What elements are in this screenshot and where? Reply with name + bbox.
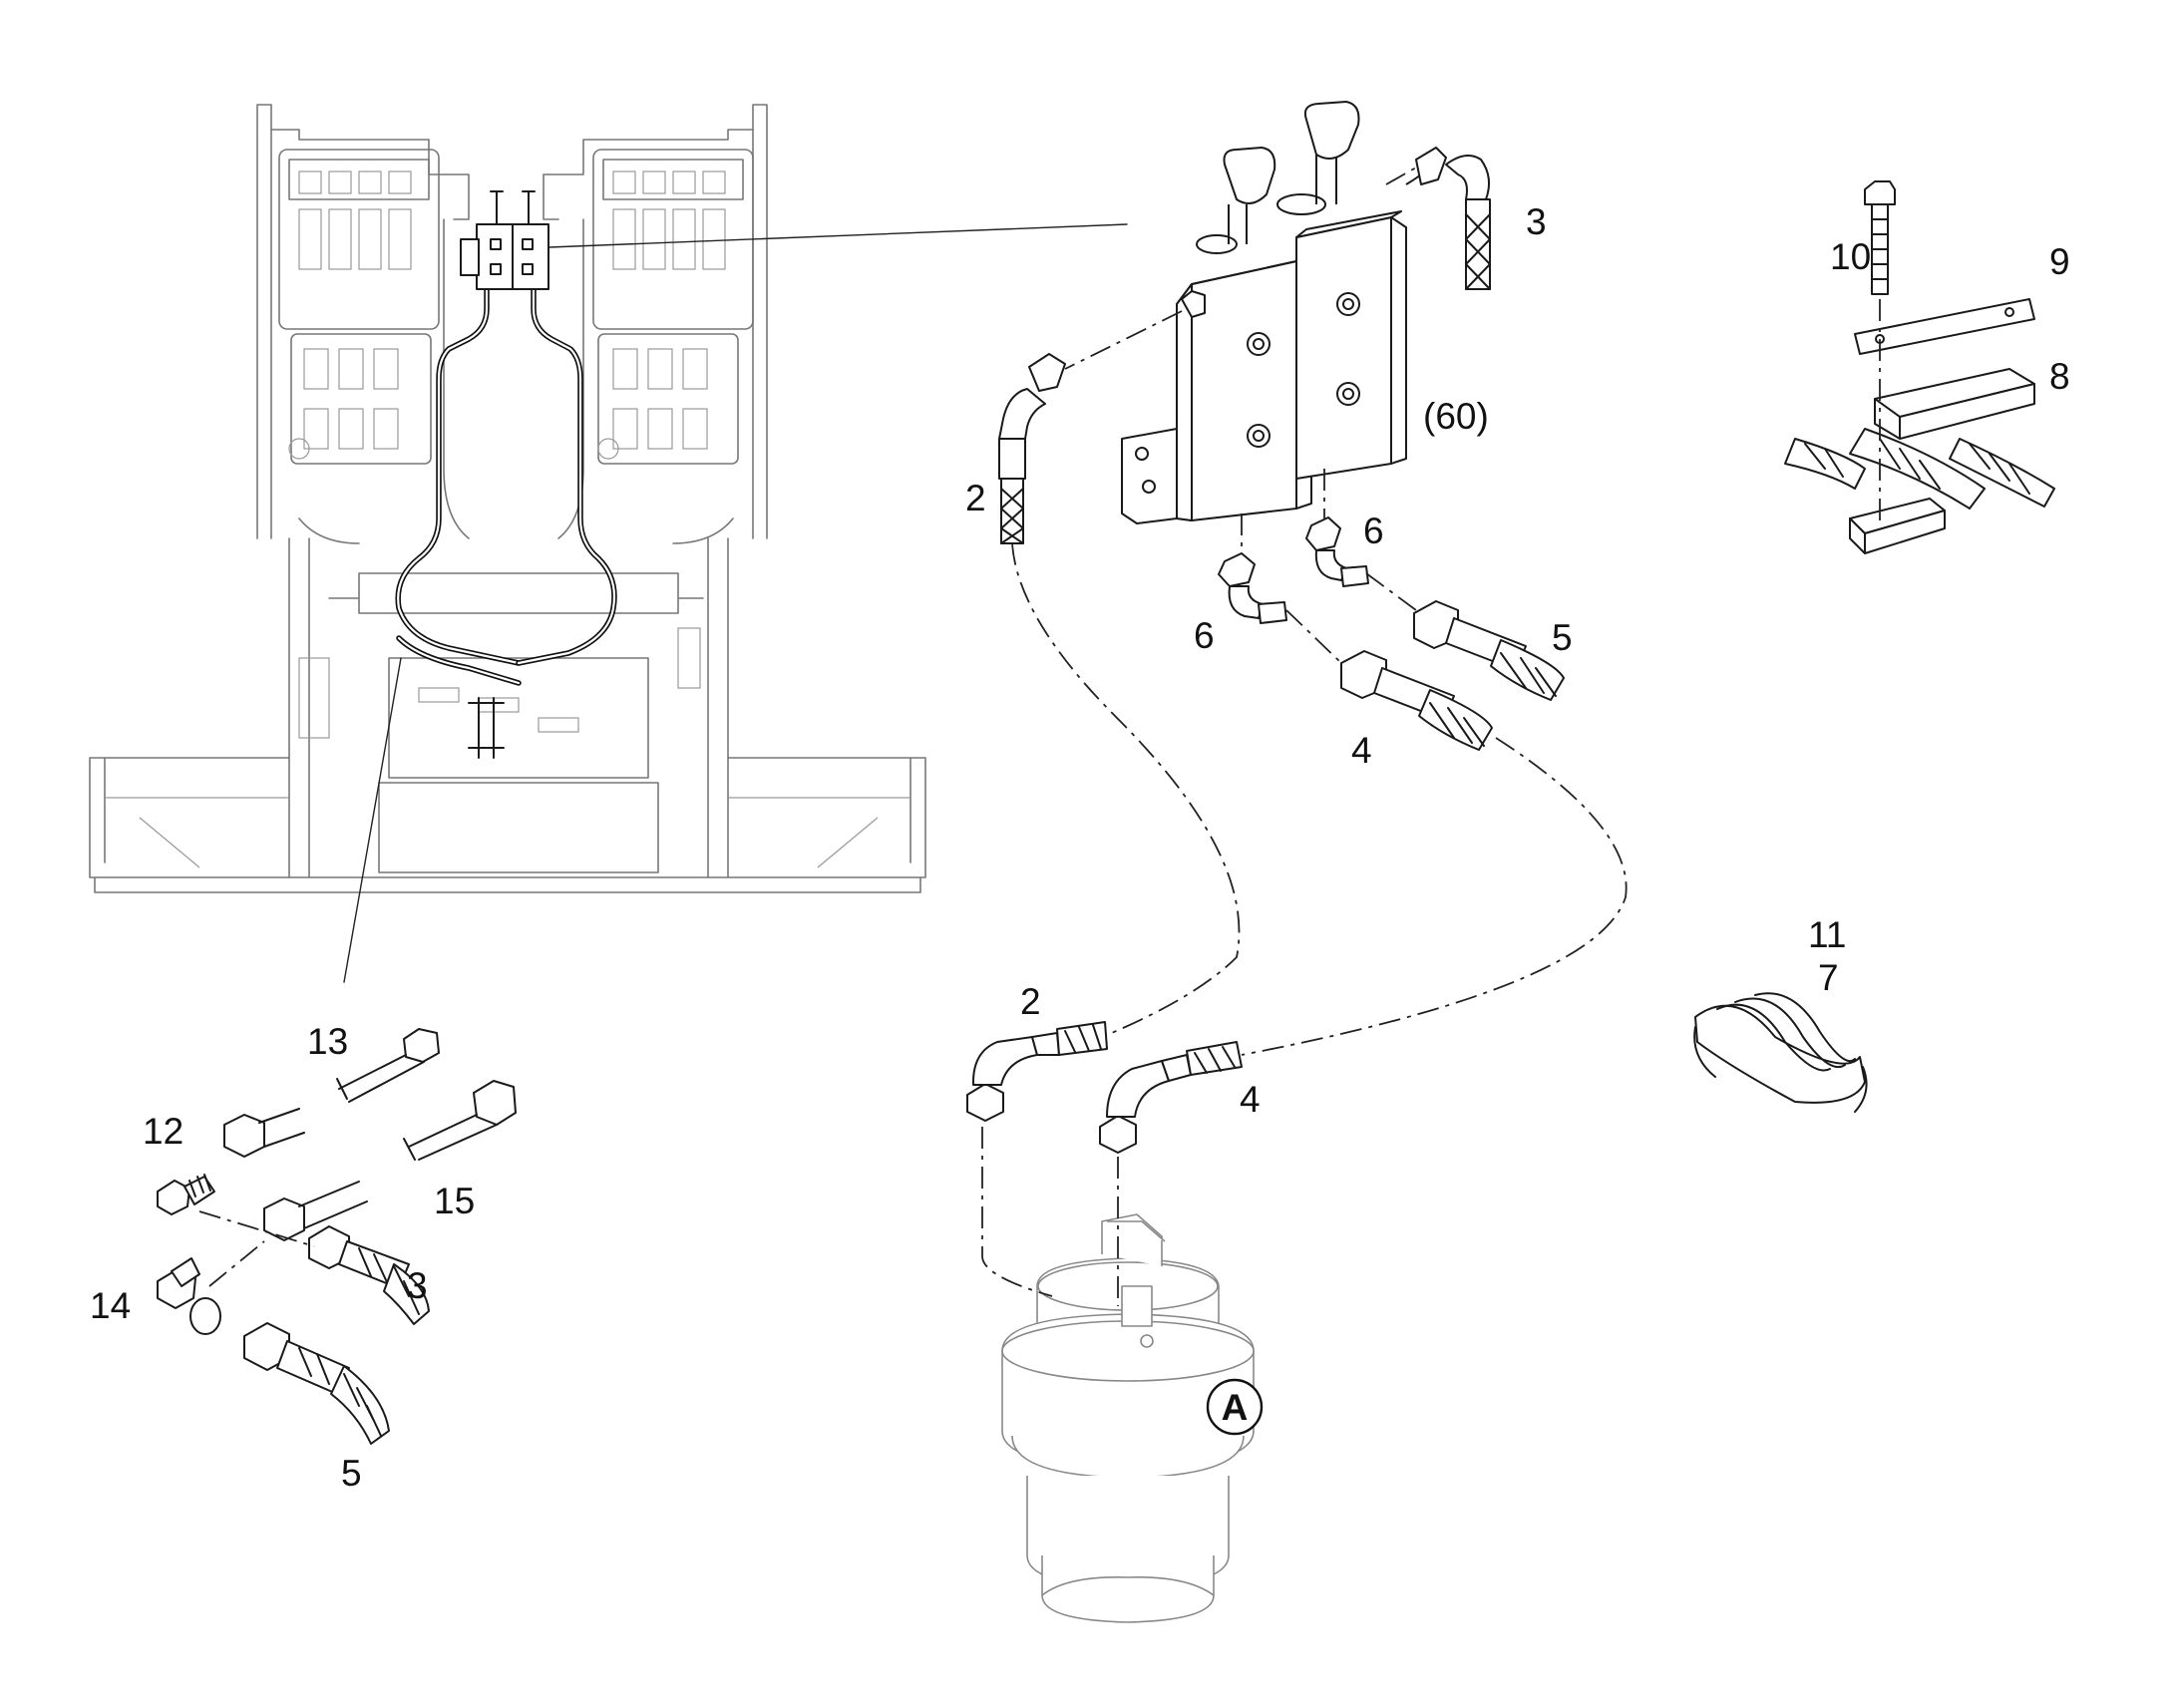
elbow-6-left [1218, 552, 1287, 624]
callout-3-bottom: 3 [407, 1265, 428, 1306]
hose-4-mid [1340, 650, 1493, 751]
callout-60: (60) [1423, 396, 1489, 437]
callout-3-top: 3 [1526, 201, 1547, 242]
spring-guard-icon [1693, 992, 1868, 1113]
hose-5-right [1413, 600, 1565, 701]
travel-motor-icon: A [981, 1127, 1264, 1623]
hose-4-bottom [1099, 1041, 1243, 1154]
leader-valve [548, 223, 1128, 248]
elbow-6-right [1305, 516, 1369, 587]
callout-2-top: 2 [965, 478, 986, 518]
valve-block-icon [1121, 101, 1407, 524]
leader-fittings [343, 657, 402, 983]
callout-10: 10 [1830, 236, 1871, 277]
hose-clamp-icon [1784, 180, 2055, 554]
frame-hoses [395, 286, 617, 759]
callout-5-right: 5 [1552, 617, 1573, 658]
callout-7: 7 [1818, 957, 1839, 998]
callout-6-right: 6 [1363, 511, 1384, 551]
hose-3-top [1405, 147, 1491, 290]
fittings-kit [157, 1028, 517, 1445]
callout-9: 9 [2049, 241, 2070, 282]
callout-4-mid: 4 [1351, 730, 1372, 771]
callout-5-bottom: 5 [341, 1453, 362, 1494]
callout-a-circle [1206, 1378, 1264, 1436]
callout-6-left: 6 [1194, 615, 1215, 656]
hose-2-bottom [966, 1021, 1108, 1122]
callout-8: 8 [2049, 356, 2070, 397]
hose-2-top [998, 353, 1066, 544]
callout-labels: 3 10 9 8 (60) 2 6 6 5 4 11 7 2 4 13 12 1… [90, 201, 2070, 1494]
callout-2-bottom: 2 [1020, 981, 1041, 1022]
left-valve-bank [278, 149, 440, 465]
callout-11: 11 [1808, 914, 1846, 955]
callout-4-bottom: 4 [1240, 1079, 1261, 1120]
callout-12: 12 [143, 1111, 183, 1152]
callout-14: 14 [90, 1285, 131, 1326]
frame-valve-block [460, 190, 549, 290]
routing-lines [1011, 167, 1628, 1056]
machine-frame [89, 104, 926, 893]
callout-15: 15 [434, 1181, 475, 1221]
callout-13: 13 [307, 1021, 348, 1062]
right-valve-bank [592, 149, 754, 465]
callout-a: A [1222, 1387, 1249, 1428]
